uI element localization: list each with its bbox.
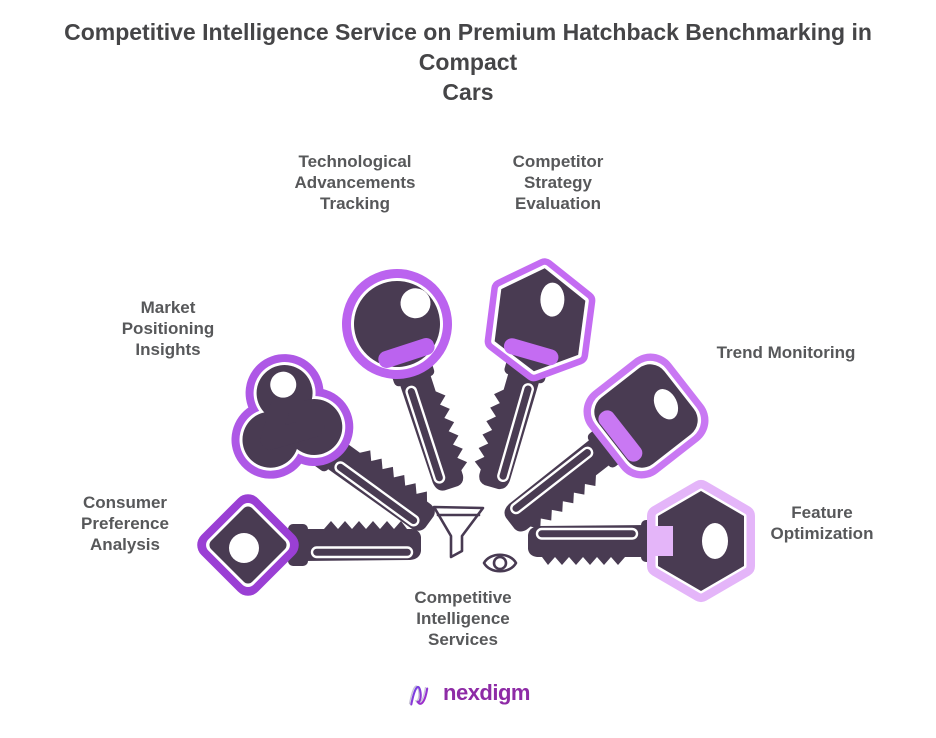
funnel-icon — [432, 505, 485, 559]
key-icon-competitor-strategy — [468, 258, 596, 495]
label-feature-optimization: Feature Optimization — [770, 503, 874, 543]
key-hole — [400, 288, 431, 319]
label-competitor-strategy: Competitor Strategy Evaluation — [512, 152, 604, 213]
key-icon-technological-advancements — [342, 269, 475, 497]
label-market-positioning: Market Positioning Insights — [121, 298, 215, 359]
label-consumer-preference: Consumer Preference Analysis — [81, 493, 169, 554]
label-competitive-intelligence-services: Competitive Intelligence Services — [414, 588, 512, 649]
key-hole — [653, 389, 679, 420]
key-hole — [229, 533, 259, 563]
key-shaft — [286, 519, 423, 568]
label-technological-advancements: Technological Advancements Tracking — [294, 152, 416, 213]
key-icon-market-positioning — [231, 354, 445, 541]
nexdigm-logo: nexdigm — [0, 677, 936, 709]
key-hole — [540, 282, 565, 317]
key-icon-trend-monitoring — [495, 353, 709, 543]
nexdigm-logo-text: nexdigm — [443, 680, 530, 705]
trefoil-head — [231, 354, 354, 479]
nexdigm-logo-icon — [408, 685, 429, 706]
page-title: Competitive Intelligence Service on Prem… — [64, 19, 872, 105]
key-hole — [702, 523, 728, 559]
eye-icon — [482, 553, 518, 573]
key-shaft — [526, 518, 663, 567]
key-icon-feature-optimization — [526, 480, 755, 602]
label-trend-monitoring: Trend Monitoring — [716, 343, 856, 362]
key-hole — [270, 371, 297, 398]
key-icon-consumer-preference — [197, 494, 423, 596]
